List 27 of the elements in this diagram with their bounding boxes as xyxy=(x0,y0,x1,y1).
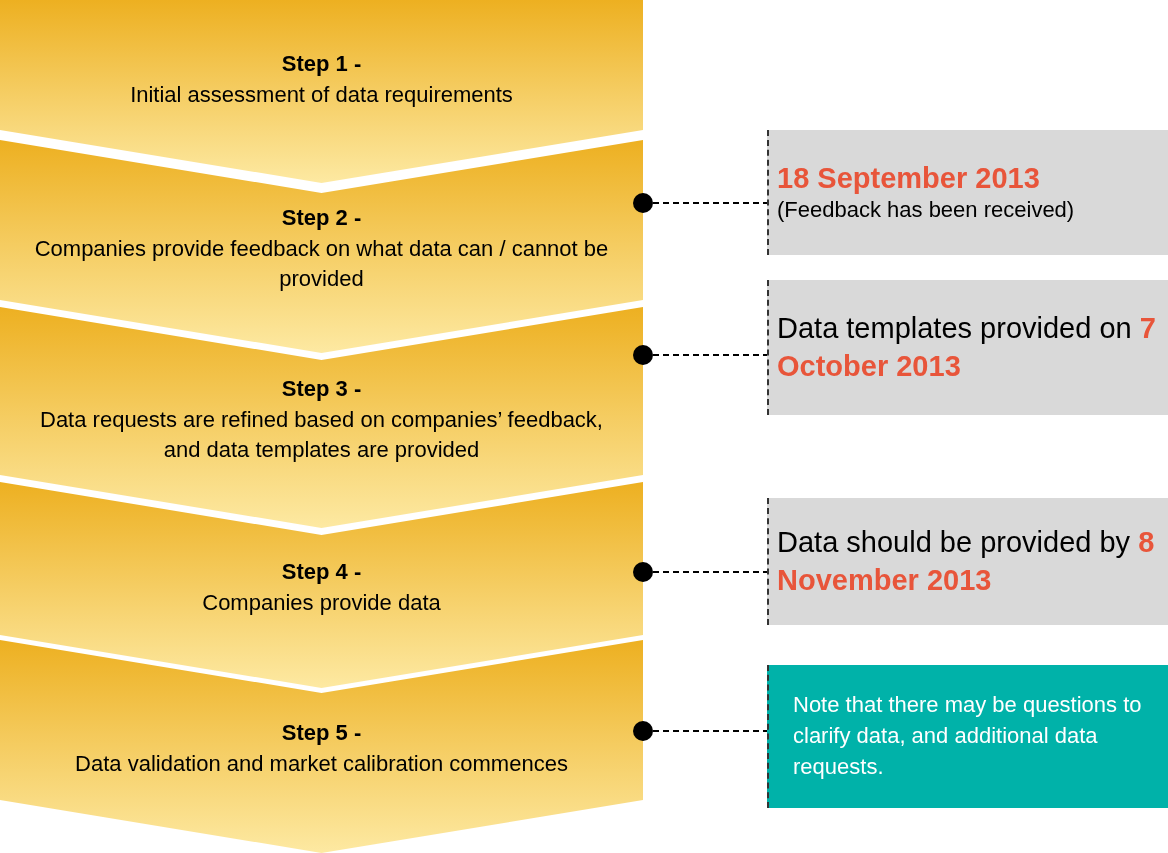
step-heading: Step 4 - xyxy=(281,557,362,586)
callout-text: Data should be provided by 8 November 2013 xyxy=(777,524,1156,598)
callout-box xyxy=(767,130,1168,255)
callout-text: Data templates provided on 7 October 2013 xyxy=(777,310,1157,384)
chevron-step xyxy=(0,307,643,528)
step-description: Companies provide data xyxy=(202,588,441,617)
dotted-connector xyxy=(633,721,768,741)
dotted-connector xyxy=(633,193,768,213)
step-heading: Step 3 - xyxy=(281,374,362,403)
chevron-step xyxy=(0,640,643,853)
date-text: 18 September 2013 xyxy=(777,160,1041,196)
chevron-step xyxy=(0,0,643,183)
step-description: Data requests are refined based on companies’ feedback, and data templates are provided xyxy=(39,405,604,465)
chevron-step xyxy=(0,482,643,688)
dotted-connector xyxy=(633,562,768,582)
step-heading: Step 5 - xyxy=(281,719,362,748)
step-heading: Step 2 - xyxy=(281,203,362,232)
callout-text: (Feedback has been received) xyxy=(777,195,1076,224)
dotted-connector xyxy=(633,345,768,365)
callout-box xyxy=(767,280,1168,415)
step-description: Initial assessment of data requirements xyxy=(130,81,513,109)
chevron-step xyxy=(0,140,643,353)
step-description: Data validation and market calibration commences xyxy=(75,750,568,778)
step-description: Companies provide feedback on what data can / cannot be provided xyxy=(33,234,610,294)
callout-box xyxy=(767,498,1168,625)
note-box xyxy=(767,665,1168,808)
step-heading: Step 1 - xyxy=(281,50,362,79)
